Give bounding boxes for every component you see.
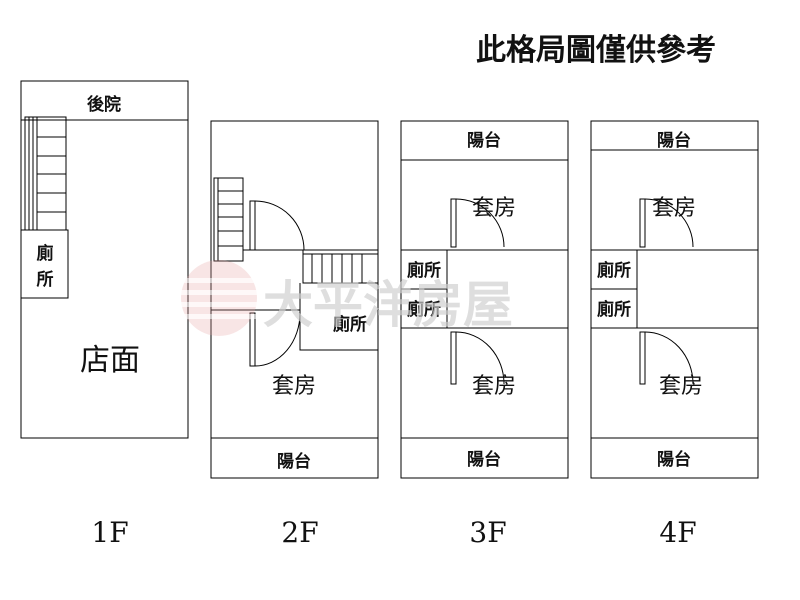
door-2f-upper xyxy=(249,200,305,251)
watermark-logo-icon xyxy=(180,260,258,336)
door-2f-lower xyxy=(249,312,301,367)
toilet-3f-b-label: 廁所 xyxy=(407,299,441,320)
floor-2f-outline xyxy=(210,120,379,479)
suite-2f-label: 套房 xyxy=(272,374,316,399)
toilet-1f-label-bottom: 所 xyxy=(37,270,54,290)
floor-2f-label: 2F xyxy=(281,516,318,549)
watermark-text: 大平洋房屋 xyxy=(263,275,513,334)
backyard-label: 後院 xyxy=(87,94,121,115)
floor-4f-outline xyxy=(590,120,759,479)
toilet-3f-a-label: 廁所 xyxy=(407,260,441,281)
staircase-2f-left xyxy=(213,177,244,262)
shop-label: 店面 xyxy=(80,343,140,378)
suite-3f-top-label: 套房 xyxy=(472,196,516,221)
floor-3f-outline xyxy=(400,120,569,479)
floor-4f-label: 4F xyxy=(659,516,696,549)
floor-3f-plan: 陽台 套房 廁所 廁所 套房 陽台 xyxy=(400,120,569,479)
suite-4f-bottom-label: 套房 xyxy=(659,374,703,399)
balcony-2f-label: 陽台 xyxy=(277,451,311,472)
staircase-1f xyxy=(24,116,67,231)
balcony-3f-top-label: 陽台 xyxy=(467,130,501,151)
door-4f-upper xyxy=(639,198,694,248)
floor-4f-plan: 陽台 套房 廁所 廁所 套房 陽台 xyxy=(590,120,759,479)
watermark: 大平洋房屋 xyxy=(180,260,513,336)
toilet-4f-a-label: 廁所 xyxy=(597,260,631,281)
balcony-3f-bottom-label: 陽台 xyxy=(467,449,501,470)
toilet-4f-b-label: 廁所 xyxy=(597,299,631,320)
balcony-4f-bottom-label: 陽台 xyxy=(657,449,691,470)
door-3f-upper xyxy=(450,198,505,248)
floor-3f-label: 3F xyxy=(469,516,506,549)
balcony-4f-top-label: 陽台 xyxy=(657,130,691,151)
suite-4f-top-label: 套房 xyxy=(652,196,696,221)
toilet-2f-label: 廁所 xyxy=(333,314,367,335)
floor-1f-plan: 後院 廁 所 店面 xyxy=(20,80,189,439)
toilet-1f-label-top: 廁 xyxy=(37,243,54,264)
suite-3f-bottom-label: 套房 xyxy=(472,374,516,399)
staircase-2f-right xyxy=(302,249,379,284)
floor-2f-plan: 廁所 套房 陽台 xyxy=(210,120,379,479)
door-4f-lower xyxy=(639,331,694,385)
toilet-2f-wall xyxy=(299,283,378,351)
floor-1f-label: 1F xyxy=(91,516,128,549)
toilet-1f xyxy=(20,229,69,299)
door-3f-lower xyxy=(450,331,505,385)
disclaimer-note: 此格局圖僅供參考 xyxy=(476,33,716,68)
